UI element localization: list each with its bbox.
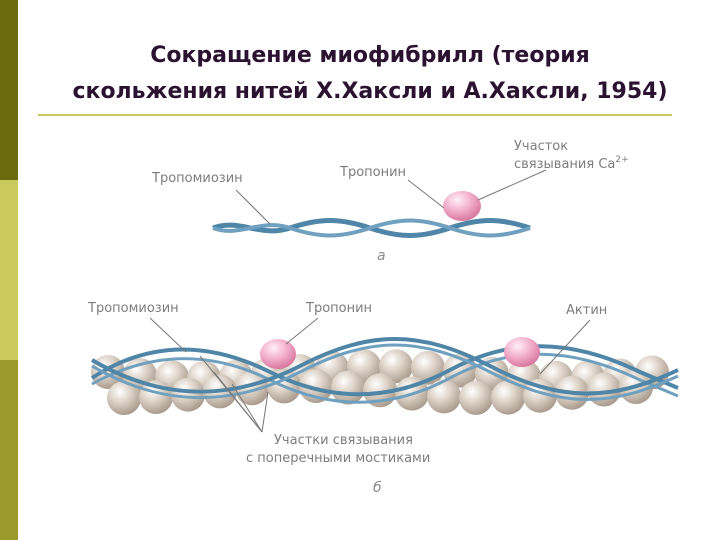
tropomyosin-strands-b <box>90 337 679 404</box>
actin-monomer <box>459 380 493 415</box>
caption-a: а <box>377 248 386 264</box>
binding-sites-label-line2: с поперечными мостиками <box>246 451 430 466</box>
binding-sites-label-line1: Участки связывания <box>274 433 413 448</box>
diagram-a: Тропомиозин Тропонин Участок связывания … <box>151 139 629 264</box>
accent-bar-top <box>0 0 18 180</box>
caption-b: б <box>373 480 382 496</box>
ca-site-label-sup: 2+ <box>615 155 628 165</box>
tropomyosin-label-a: Тропомиозин <box>151 171 243 186</box>
actin-pointer <box>539 319 591 375</box>
actin-monomer <box>379 349 413 384</box>
troponin-label-a: Тропонин <box>339 165 406 180</box>
accent-bar-middle <box>0 180 18 360</box>
troponin-b2 <box>504 337 540 367</box>
tropomyosin-label-b: Тропомиозин <box>87 301 179 316</box>
ca-site-label-line1: Участок <box>514 139 568 154</box>
actin-monomer <box>427 379 461 414</box>
ca-site-pointer-a <box>477 169 547 201</box>
slide-title-line1: Сокращение миофибрилл (теория <box>150 43 590 68</box>
troponin-label-b: Тропонин <box>305 301 372 316</box>
tropomyosin-pointer-b <box>149 317 187 353</box>
actin-monomer <box>491 380 525 415</box>
actin-monomer <box>171 377 205 412</box>
diagram-b: Тропомиозин Тропонин Актин Участки связы… <box>87 301 679 496</box>
tropomyosin-pointer-a <box>235 189 271 225</box>
slide-title: Сокращение миофибрилл (теория скольжения… <box>20 38 720 110</box>
troponin-b1 <box>260 339 296 369</box>
actin-monomer <box>235 371 269 406</box>
troponin-a <box>443 191 481 221</box>
binding-site-pointers <box>199 355 269 433</box>
accent-bar-bottom <box>0 360 18 540</box>
tropomyosin-strand-a <box>212 218 531 238</box>
troponin-pointer-b <box>285 317 319 345</box>
troponin-pointer-a <box>407 179 445 209</box>
actin-monomer <box>107 381 141 415</box>
ca-site-label-line2: связывания Са2+ <box>514 155 629 172</box>
title-underline <box>38 114 672 116</box>
ca-site-label-text: связывания Са <box>514 157 615 172</box>
actin-label: Актин <box>566 303 607 318</box>
slide-title-line2: скольжения нитей Х.Хаксли и А.Хаксли, 19… <box>72 79 668 104</box>
